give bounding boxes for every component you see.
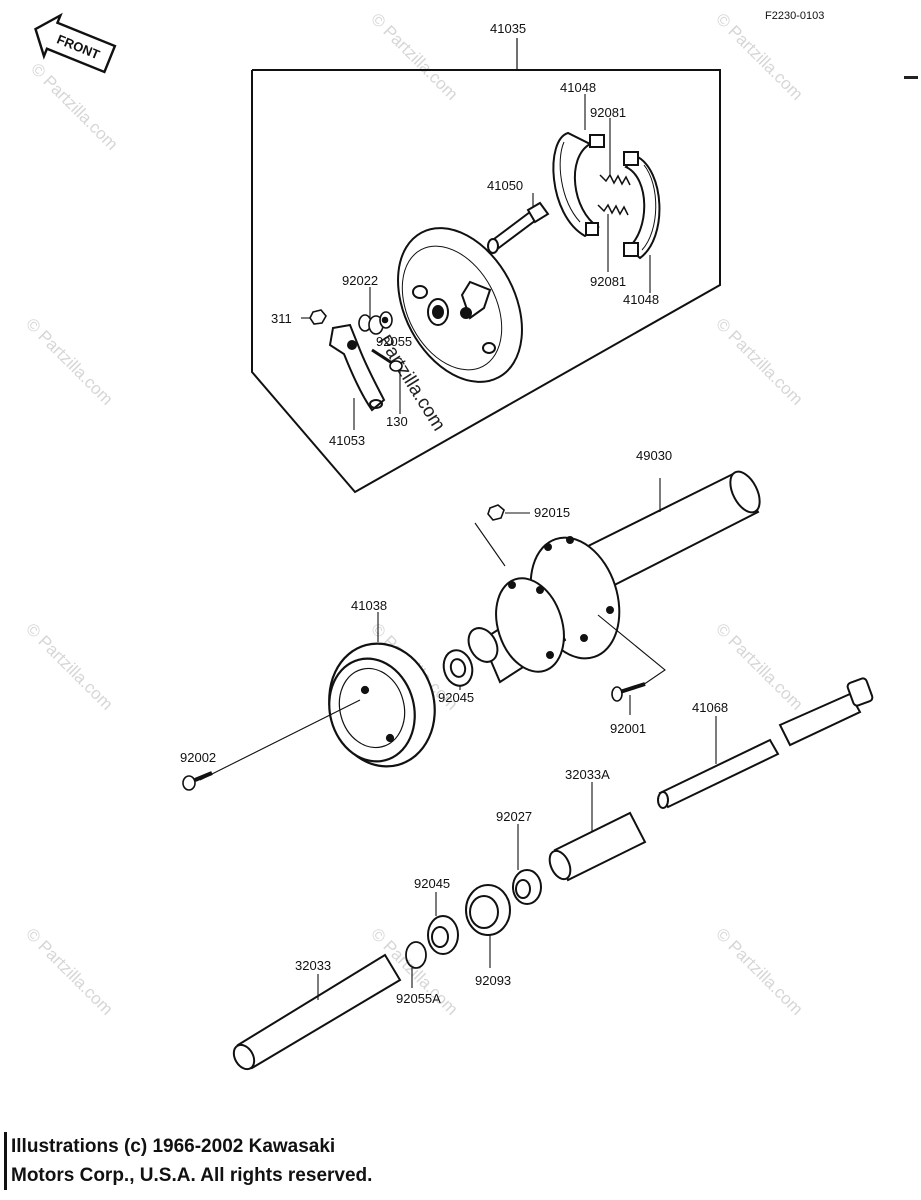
- part-label-41048[interactable]: 41048: [560, 80, 596, 95]
- watermark: © Partzilla.com: [712, 314, 806, 408]
- part-label-92001[interactable]: 92001: [610, 721, 646, 736]
- copyright-notice: Illustrations (c) 1966-2002 Kawasaki Mot…: [4, 1132, 372, 1190]
- bearing-92045-lower: [427, 915, 459, 955]
- part-label-92055[interactable]: 92055: [376, 334, 412, 349]
- part-label-92022[interactable]: 92022: [342, 273, 378, 288]
- bearing-92045-upper: [442, 649, 474, 687]
- collar-32033: [232, 953, 402, 1071]
- part-label-92045[interactable]: 92045: [438, 690, 474, 705]
- part-label-41035[interactable]: 41035: [490, 21, 526, 36]
- brake-lever-41053: [328, 323, 386, 412]
- part-label-41050[interactable]: 41050: [487, 178, 523, 193]
- part-label-130[interactable]: 130: [386, 414, 408, 429]
- part-label-32033[interactable]: 32033: [295, 958, 331, 973]
- part-label-92055A[interactable]: 92055A: [396, 991, 441, 1006]
- part-label-92093[interactable]: 92093: [475, 973, 511, 988]
- shoe-spring-lower: [597, 203, 629, 216]
- ring-92055A: [405, 941, 427, 969]
- part-label-32033A[interactable]: 32033A: [565, 767, 610, 782]
- nut-311: [309, 309, 327, 325]
- watermark: © Partzilla.com: [22, 924, 116, 1018]
- bolt-92002: [182, 771, 213, 791]
- spacer-92027: [512, 869, 542, 905]
- part-label-41048[interactable]: 41048: [623, 292, 659, 307]
- watermark: © Partzilla.com: [22, 619, 116, 713]
- hub-axle-49030: [467, 470, 761, 684]
- part-label-92081[interactable]: 92081: [590, 274, 626, 289]
- axle-41068: [657, 677, 874, 809]
- lower-leaders: [317, 716, 717, 1000]
- copyright-line-2: Motors Corp., U.S.A. All rights reserved…: [11, 1165, 373, 1186]
- brake-assembly-box: [251, 38, 721, 494]
- drum-leaders: [199, 612, 461, 781]
- watermark: © Partzilla.com: [712, 924, 806, 1018]
- watermark: © Partzilla.com: [367, 9, 461, 103]
- edge-mark: [904, 76, 918, 79]
- nut-92015: [487, 504, 505, 521]
- part-label-311[interactable]: 311: [271, 311, 292, 326]
- brake-panel: [397, 227, 523, 383]
- watermark: © Partzilla.com: [22, 314, 116, 408]
- bolt-130: [371, 348, 403, 372]
- hub-leaders: [474, 478, 666, 715]
- part-label-41068[interactable]: 41068: [692, 700, 728, 715]
- part-label-41053[interactable]: 41053: [329, 433, 365, 448]
- part-label-92015[interactable]: 92015: [534, 505, 570, 520]
- part-label-92027[interactable]: 92027: [496, 809, 532, 824]
- part-label-49030[interactable]: 49030: [636, 448, 672, 463]
- brake-drum-41038: [328, 642, 436, 768]
- watermark: © Partzilla.com: [27, 59, 121, 153]
- brake-washers: [358, 311, 393, 335]
- part-label-92045[interactable]: 92045: [414, 876, 450, 891]
- copyright-line-1: Illustrations (c) 1966-2002 Kawasaki: [11, 1136, 336, 1157]
- brake-shoe-lower: [623, 151, 661, 260]
- part-label-92002[interactable]: 92002: [180, 750, 216, 765]
- seal-92093: [465, 884, 511, 936]
- bolt-92001: [611, 682, 646, 702]
- shoe-spring-upper: [599, 173, 631, 186]
- leader-lines-box: [301, 94, 651, 430]
- part-label-92081[interactable]: 92081: [590, 105, 626, 120]
- watermark: © Partzilla.com: [712, 9, 806, 103]
- brake-shoe-upper: [552, 131, 605, 238]
- ref-code: F2230-0103: [765, 10, 824, 22]
- part-label-41038[interactable]: 41038: [351, 598, 387, 613]
- brake-cam: [487, 201, 550, 254]
- collar-32033A: [548, 811, 647, 882]
